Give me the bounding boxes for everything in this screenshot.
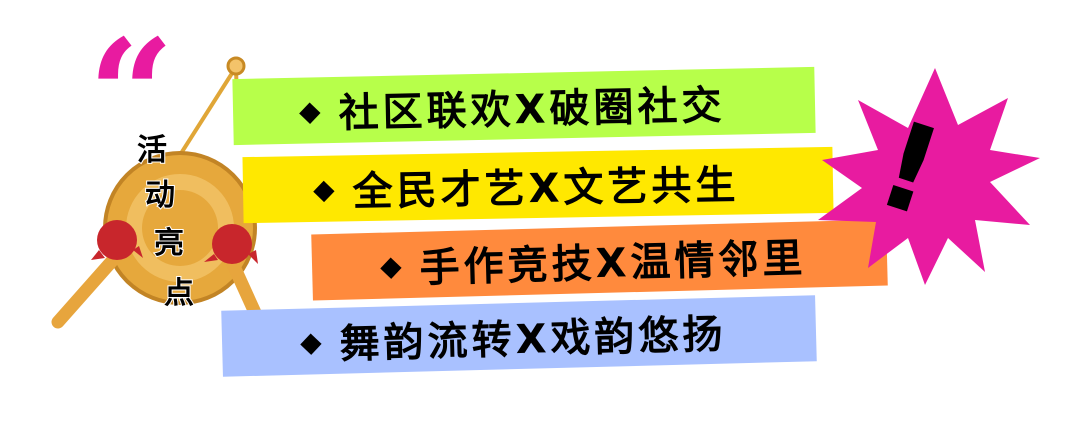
- mallet-left-icon: [91, 220, 143, 260]
- mallet-right-icon: [204, 224, 258, 264]
- quote-mark-icon: “: [88, 7, 175, 183]
